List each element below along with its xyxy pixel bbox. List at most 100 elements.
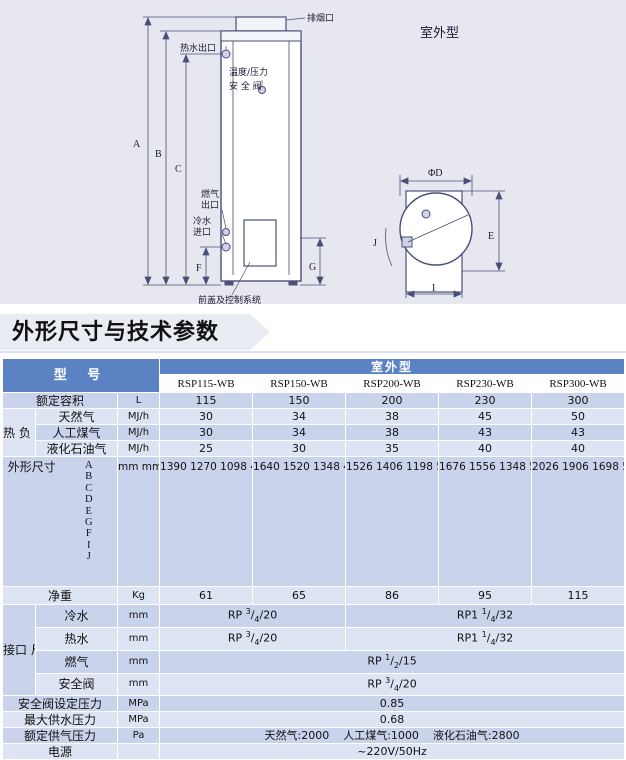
net-weight-unit: Kg xyxy=(116,586,161,605)
label-valve-line2: 安 全 阀 xyxy=(229,80,262,92)
top-dimension-lines xyxy=(385,175,505,298)
dim-letter-j: J xyxy=(373,238,377,249)
dim-letter-g: G xyxy=(309,262,316,273)
power-row: 电源 ~220V/50Hz xyxy=(2,743,626,760)
label-panel: 前盖及控制系统 xyxy=(198,294,261,304)
heat-value: 25 xyxy=(159,440,254,457)
cold-water-unit: mm xyxy=(116,604,161,628)
heat-row-manufactured-gas: 人工煤气 MJ/h 30 34 38 43 43 xyxy=(3,424,626,441)
safety-valve-unit: mm xyxy=(116,672,161,697)
net-weight-value: 61 xyxy=(159,586,254,605)
dimension-units: mm mm mm mm mm mm mm mm 度 xyxy=(116,456,161,587)
capacity-value: 200 xyxy=(345,392,440,409)
max-water-pressure-row: 最大供水压力 MPa 0.68 xyxy=(2,711,626,729)
net-weight-value: 65 xyxy=(252,586,347,605)
heat-value: 38 xyxy=(345,424,440,441)
hot-outlet-port xyxy=(221,49,231,59)
dimension-values: 1640 1520 1348 455 553 290 316 370 22 xyxy=(252,456,347,587)
gas-connection-label: 燃气 xyxy=(35,649,118,674)
heat-label: 人工煤气 xyxy=(35,424,118,441)
chimney-flue xyxy=(235,16,287,32)
heat-value: 38 xyxy=(345,408,440,425)
model-name: RSP115-WB xyxy=(159,374,254,393)
label-gas-line1: 燃气 xyxy=(201,188,219,200)
gas-pressure-label: 额定供气压力 xyxy=(2,727,118,745)
dim-letter-d: ΦD xyxy=(428,168,443,179)
net-weight-value: 115 xyxy=(531,586,626,605)
heat-value: 43 xyxy=(531,424,626,441)
front-dimension-lines xyxy=(143,16,326,286)
model-name: RSP230-WB xyxy=(438,374,533,393)
power-value: ~220V/50Hz xyxy=(159,743,626,760)
net-weight-row: 净重 Kg 61 65 86 95 115 xyxy=(2,586,626,605)
capacity-value: 115 xyxy=(159,392,254,409)
diagram-caption-outdoor: 室外型 xyxy=(420,25,459,41)
heat-load-label: 热 负 荷 xyxy=(2,408,36,457)
label-cold-line2: 进口 xyxy=(193,227,211,238)
heat-value: 35 xyxy=(345,440,440,457)
heat-value: 50 xyxy=(531,408,626,425)
capacity-value: 150 xyxy=(252,392,347,409)
spec-table: 型 号 室外型 RSP115-WB RSP150-WB RSP200-WB RS… xyxy=(1,358,626,760)
control-panel xyxy=(243,219,277,267)
valve-pressure-label: 安全阀设定压力 xyxy=(2,695,118,713)
gas-pressure-unit: Pa xyxy=(116,727,161,745)
heat-unit: MJ/h xyxy=(116,440,161,457)
dimension-values: 1390 1270 1098 455 553 290 316 370 22 xyxy=(159,456,254,587)
cold-water-row: 接口 尺寸 冷水 mm RP 3/4/20 RP1 1/4/32 xyxy=(2,603,626,697)
dim-letter-b: B xyxy=(155,149,162,160)
max-water-pressure-value: 0.68 xyxy=(159,711,626,729)
heat-value: 40 xyxy=(438,440,533,457)
max-water-pressure-unit: MPa xyxy=(116,711,161,729)
heat-value: 34 xyxy=(252,424,347,441)
capacity-value: 300 xyxy=(531,392,626,409)
heat-row-lpg: 液化石油气 MJ/h 25 30 35 40 40 xyxy=(3,440,626,457)
dim-letter-f: F xyxy=(196,263,202,274)
capacity-label: 额定容积 xyxy=(2,392,118,409)
heat-row-natural-gas: 热 负 荷 天然气 MJ/h 30 34 38 45 50 xyxy=(2,408,626,457)
dimension-values: 2026 1906 1698 567 670 290 316 370 29 xyxy=(531,456,626,587)
hot-water-small: RP 3/4/20 xyxy=(159,626,347,651)
cold-water-small: RP 3/4/20 xyxy=(159,604,347,628)
label-chimney: 排烟口 xyxy=(307,12,334,24)
model-header: 型 号 xyxy=(1,358,161,393)
dim-letter-i: I xyxy=(432,283,435,294)
dimension-letters: A B C D E G F I J xyxy=(84,460,93,563)
gas-pressure-row: 额定供气压力 Pa 天然气:2000 人工煤气:1000 液化石油气:2800 xyxy=(2,727,626,745)
gas-connection-unit: mm xyxy=(116,649,161,674)
heat-label: 液化石油气 xyxy=(35,440,118,457)
hot-water-large: RP1 1/4/32 xyxy=(345,626,626,651)
net-weight-value: 95 xyxy=(438,586,533,605)
heat-label: 天然气 xyxy=(35,408,118,425)
label-hot-outlet: 热水出口 xyxy=(180,42,216,54)
dim-letter-e: E xyxy=(488,231,494,242)
capacity-value: 230 xyxy=(438,392,533,409)
tank-front-view xyxy=(220,16,306,296)
power-unit xyxy=(116,743,161,760)
max-water-pressure-label: 最大供水压力 xyxy=(2,711,118,729)
label-cold-line1: 冷水 xyxy=(193,215,211,227)
diagram-panel: A B C F G 排烟口 热水出口 温度/压力 安 全 阀 燃气 出口 冷水 … xyxy=(0,0,626,304)
tank-top-view xyxy=(399,190,473,293)
heat-value: 34 xyxy=(252,408,347,425)
heat-value: 30 xyxy=(159,424,254,441)
dim-letter-c: C xyxy=(175,164,182,175)
heat-value: 45 xyxy=(438,408,533,425)
dimensions-row: 外形尺寸 A B C D E G F I J mm mm mm mm mm mm… xyxy=(2,456,626,587)
section-title-bar xyxy=(0,314,626,353)
hot-water-row: 热水 mm RP 3/4/20 RP1 1/4/32 xyxy=(3,626,626,651)
dimension-values: 1526 1406 1198 567 670 290 316 370 29 xyxy=(345,456,440,587)
gas-connection-row: 燃气 mm RP 1/2/15 xyxy=(3,649,626,674)
safety-valve-row: 安全阀 mm RP 3/4/20 xyxy=(3,672,626,697)
label-valve-line1: 温度/压力 xyxy=(229,66,268,78)
valve-pressure-unit: MPa xyxy=(116,695,161,713)
connections-label: 接口 尺寸 xyxy=(2,603,36,697)
net-weight-value: 86 xyxy=(345,586,440,605)
safety-valve-label: 安全阀 xyxy=(35,672,118,697)
heat-unit: MJ/h xyxy=(116,424,161,441)
heat-value: 40 xyxy=(531,440,626,457)
power-label: 电源 xyxy=(2,743,118,760)
capacity-unit: L xyxy=(116,392,161,409)
net-weight-label: 净重 xyxy=(2,586,118,605)
